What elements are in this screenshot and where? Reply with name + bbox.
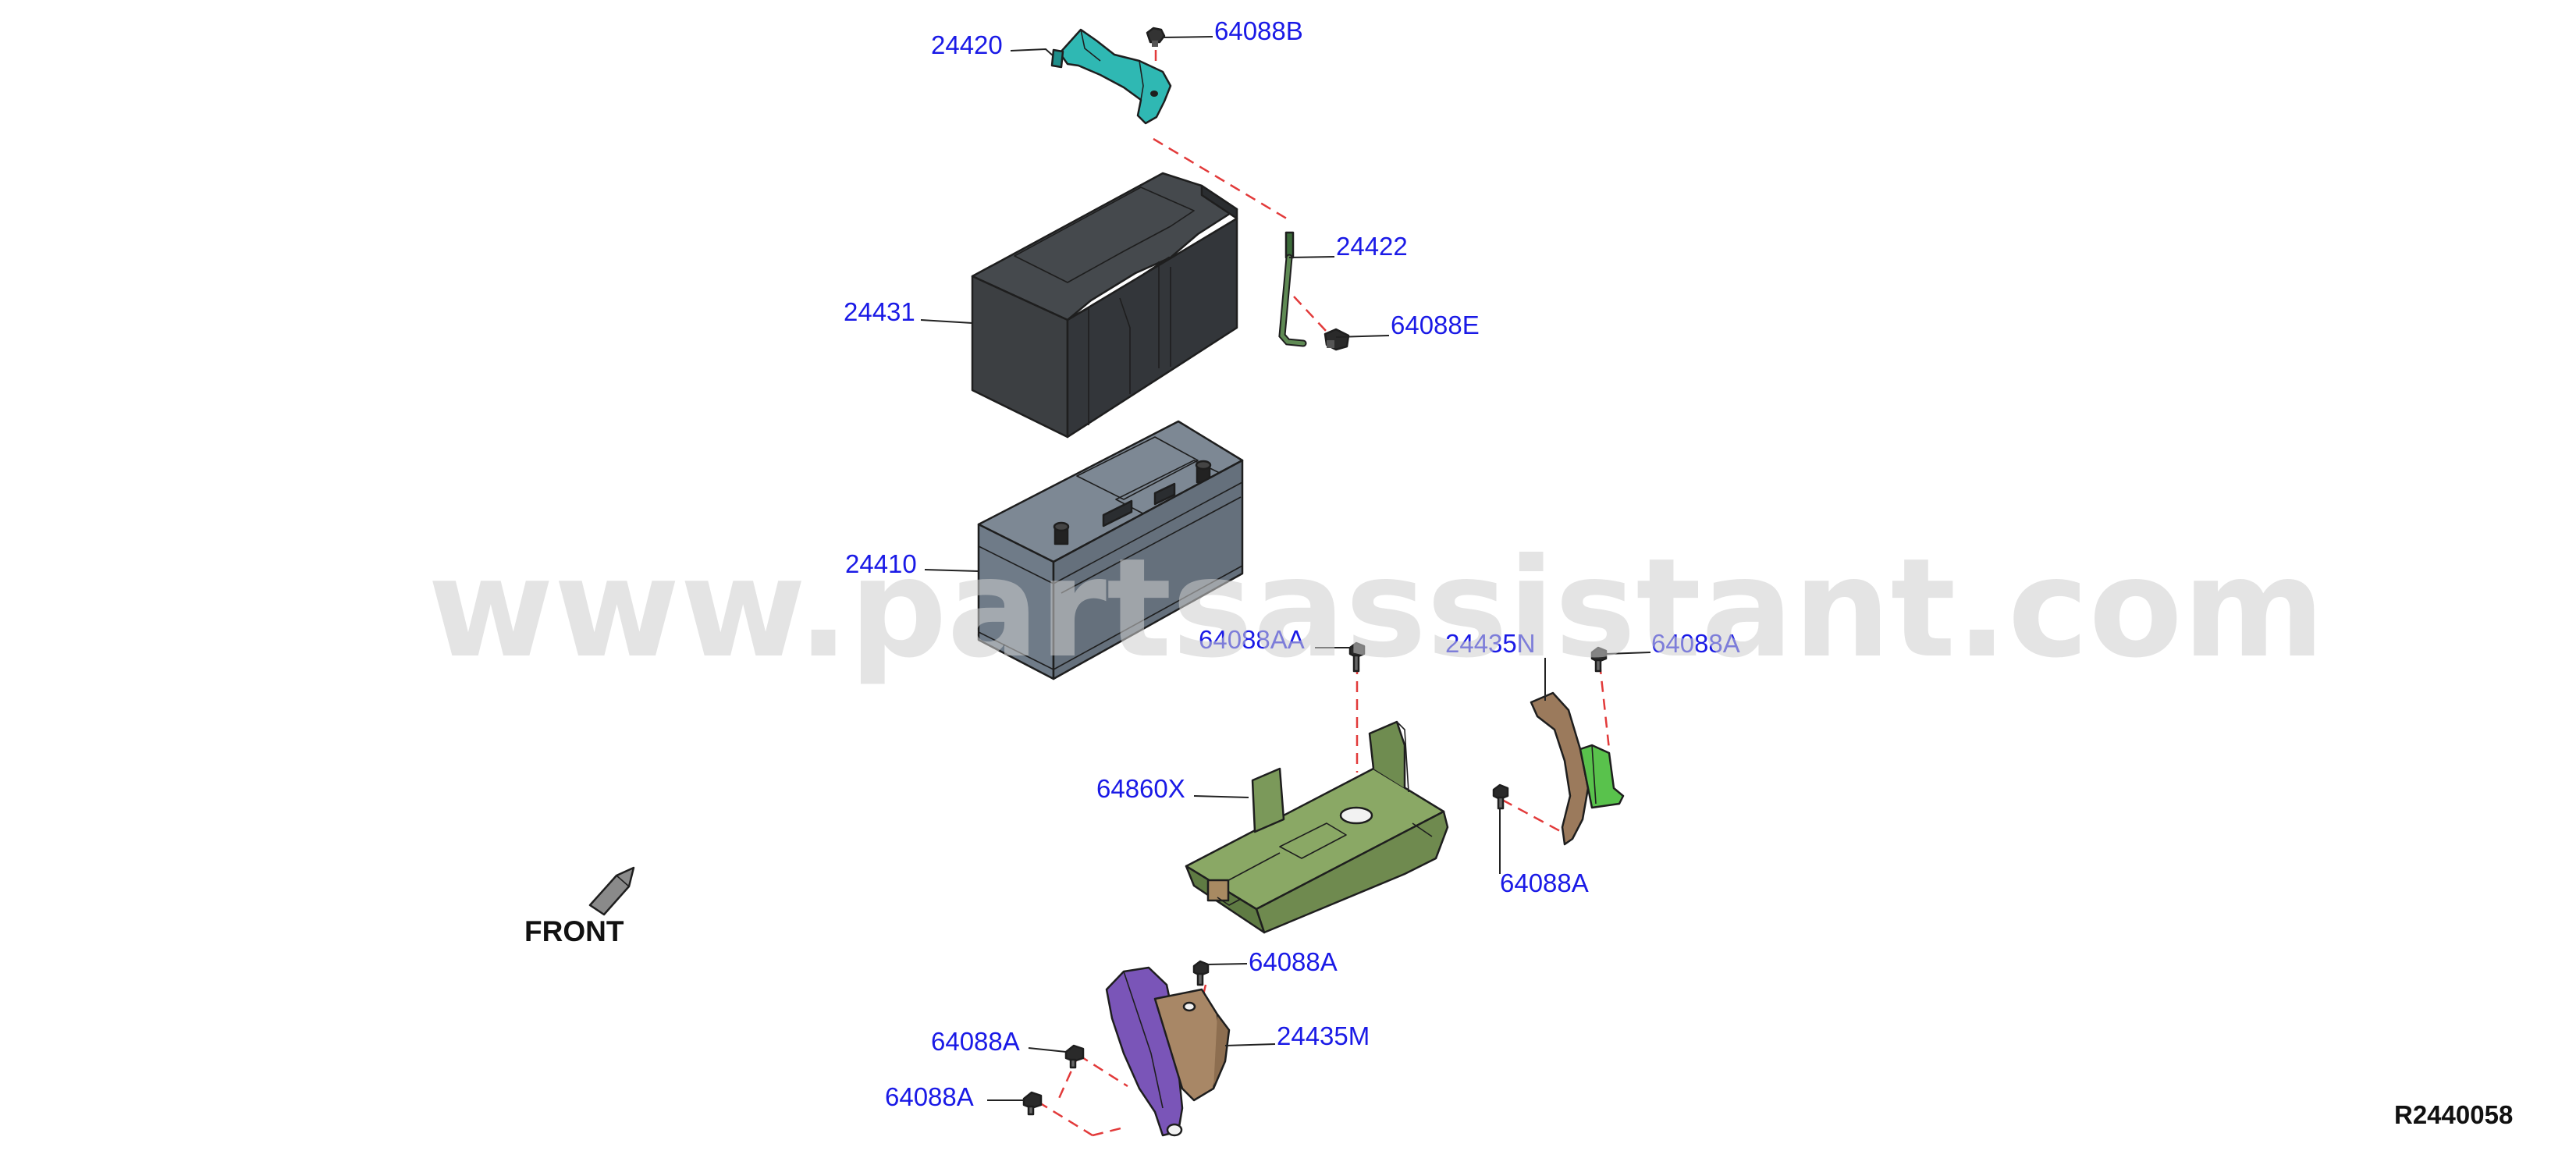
bracket-24435N xyxy=(1530,691,1625,846)
callout-64088A-left1: 64088A xyxy=(931,1027,1020,1056)
callout-24410: 24410 xyxy=(845,549,917,578)
battery-cover-24431 xyxy=(971,172,1238,439)
front-label: FRONT xyxy=(524,915,624,947)
bolt-64088A-left-lower xyxy=(1022,1091,1043,1116)
callout-24435N: 24435N xyxy=(1445,629,1536,658)
battery-24410 xyxy=(977,420,1244,680)
front-arrow-icon xyxy=(588,866,635,916)
nut-64088E xyxy=(1324,328,1350,351)
bolt-64088A-side xyxy=(1492,783,1509,810)
nut-64088B xyxy=(1146,27,1166,47)
callout-64088A-top: 64088A xyxy=(1651,629,1740,658)
bracket-24435M xyxy=(1105,966,1231,1137)
watermark: www.partsassistant.com xyxy=(428,530,2325,688)
callout-24435M: 24435M xyxy=(1277,1021,1370,1050)
bolt-64088A-left-upper xyxy=(1064,1044,1085,1069)
diagram-reference: R2440058 xyxy=(2394,1100,2513,1129)
callout-64088AA: 64088AA xyxy=(1199,625,1305,654)
callout-64088B: 64088B xyxy=(1214,16,1303,45)
leader-lines xyxy=(920,36,1651,1101)
bolt-64088A-24435M-top xyxy=(1192,960,1210,986)
callout-64088A-left2: 64088A xyxy=(885,1082,974,1111)
hold-down-bracket-24420 xyxy=(1050,28,1172,125)
callout-24422: 24422 xyxy=(1336,232,1408,261)
callout-64088E: 64088E xyxy=(1391,311,1480,339)
callout-24420: 24420 xyxy=(931,30,1003,59)
battery-tray-64860X xyxy=(1185,720,1449,934)
hold-down-rod-24422 xyxy=(1278,231,1307,347)
bolt-64088AA xyxy=(1348,641,1366,673)
callouts: 24420 64088B 24422 64088E 24431 24410 64… xyxy=(844,16,1740,1111)
callout-64088A-right: 64088A xyxy=(1500,868,1589,897)
callout-64088A-lowertop: 64088A xyxy=(1249,947,1338,976)
callout-64860X: 64860X xyxy=(1096,774,1185,803)
bolt-64088A-upper xyxy=(1590,646,1608,673)
callout-24431: 24431 xyxy=(844,297,915,326)
